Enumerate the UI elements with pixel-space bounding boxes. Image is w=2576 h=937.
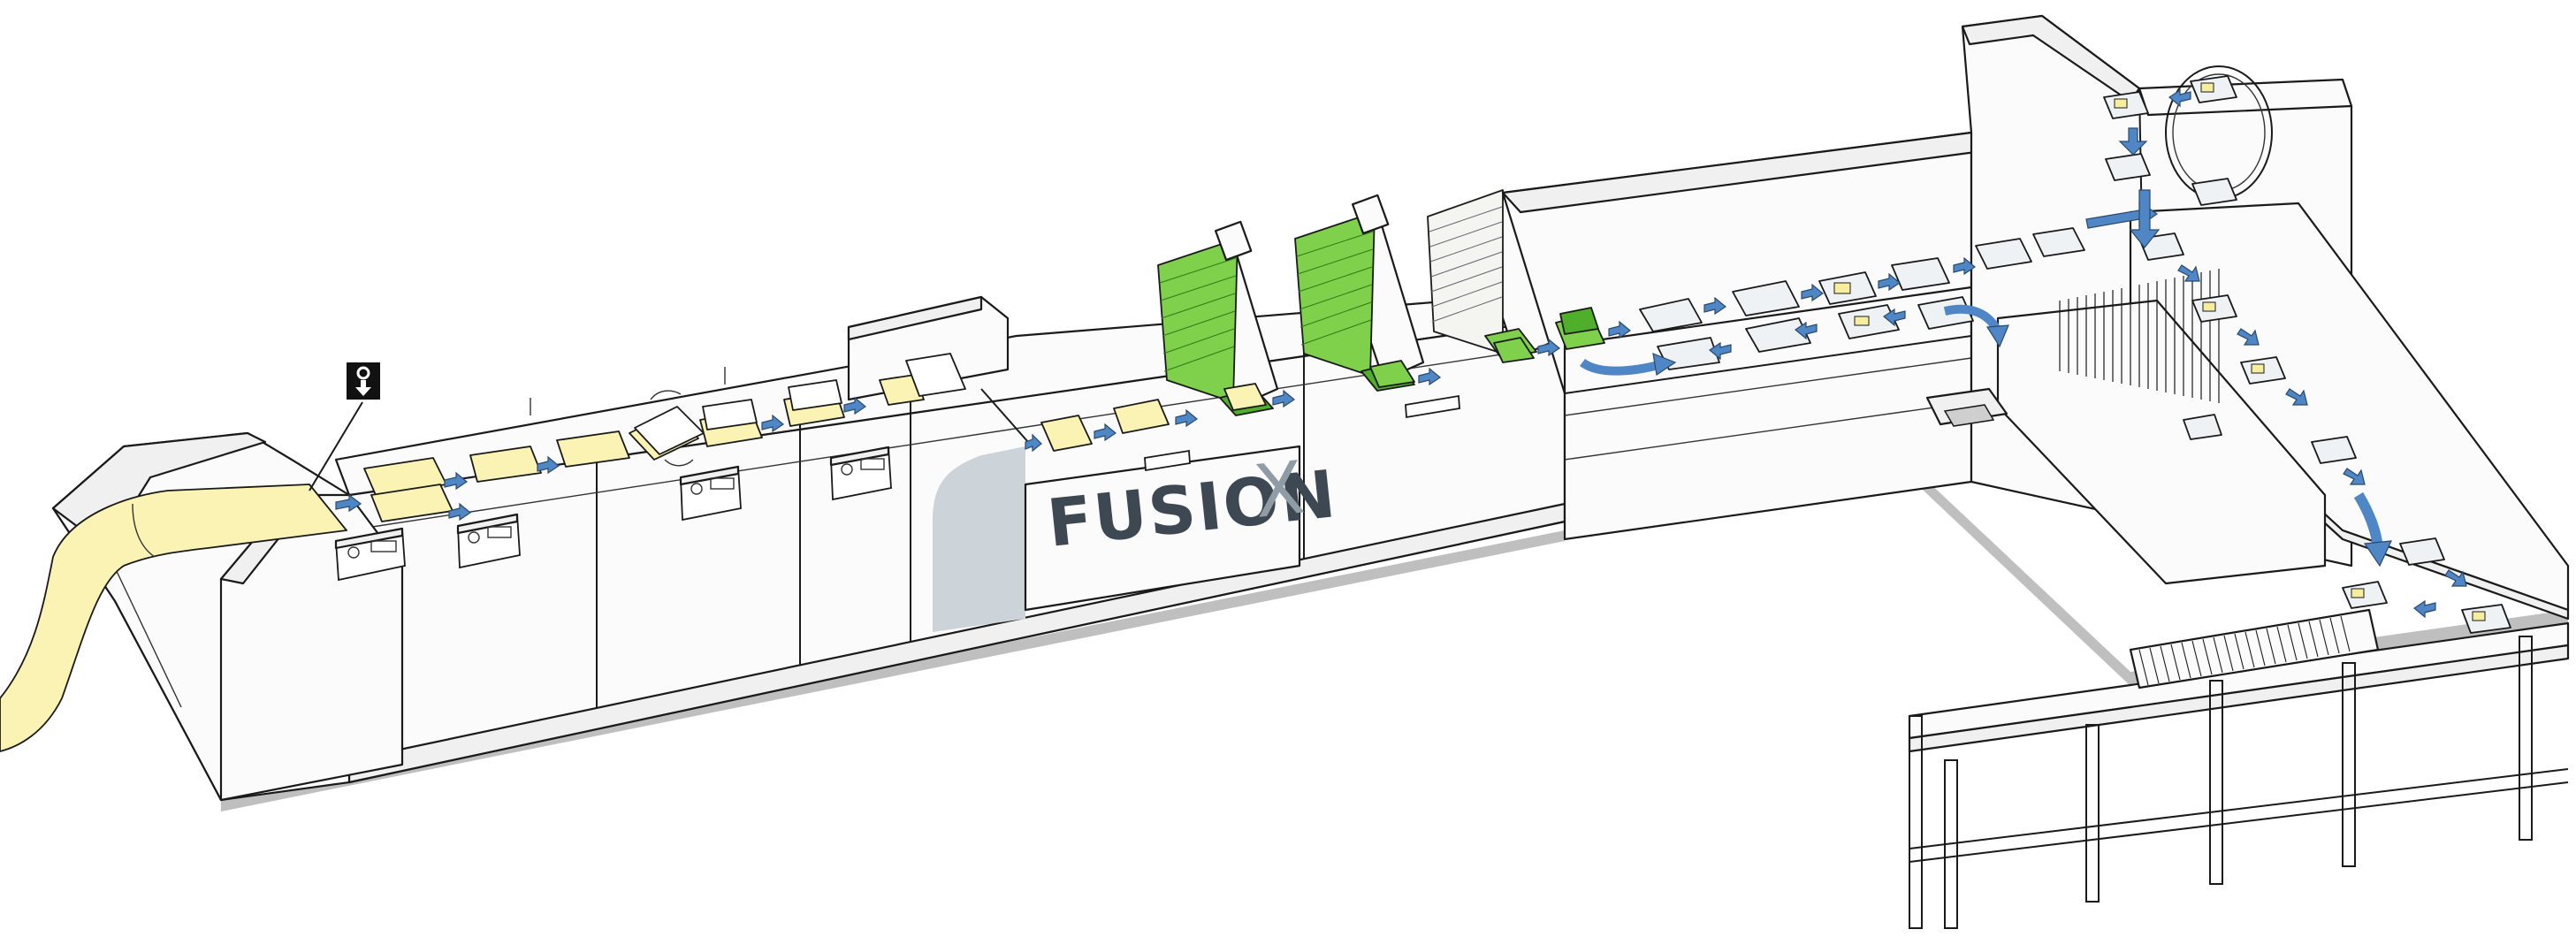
flow-arrow (1882, 308, 1906, 327)
envelope-stacker (1925, 269, 2327, 585)
paper-sheet (788, 379, 842, 411)
flow-arrow (1418, 367, 1442, 386)
paper-sheet (905, 353, 966, 397)
flow-arrow (1878, 272, 1902, 292)
envelope (2105, 153, 2151, 181)
output-table (1908, 608, 2570, 929)
envelope (2183, 414, 2222, 440)
paper-web (0, 484, 347, 752)
flow-arrow (1794, 321, 1818, 340)
flow-arrow (2237, 328, 2260, 346)
flow-arrow (1025, 433, 1042, 453)
badge-pointer-line (309, 401, 363, 491)
paper-sheet (556, 430, 630, 468)
insert-hopper-3 (1427, 189, 1558, 360)
flow-arrow (2177, 264, 2200, 282)
envelope (1975, 238, 2032, 270)
envelope (1639, 298, 1703, 332)
control-panel (334, 527, 406, 582)
flow-arrow (1580, 358, 1664, 376)
flow-arrow (843, 396, 867, 415)
paper-sheet (879, 374, 925, 406)
brand-panel (933, 445, 1301, 632)
envelope (2461, 604, 2511, 634)
envelope (1745, 317, 1811, 353)
flow-arrow (2285, 388, 2308, 406)
envelope (2032, 227, 2085, 257)
paper-sheet (1223, 383, 1267, 411)
flow-arrow (448, 502, 472, 522)
flow-arrow (1953, 256, 1977, 276)
flow-arrow (2118, 127, 2148, 156)
flow-arrow (537, 455, 560, 475)
flow-arrow (1708, 341, 1732, 361)
paper-sheet (1113, 399, 1170, 434)
flow-arrow (444, 471, 469, 491)
flow-arrow (1537, 338, 1561, 357)
envelope (2342, 581, 2388, 609)
insert-hopper-1 (1157, 220, 1279, 416)
document-down-icon (347, 362, 380, 400)
flow-arrow (1272, 389, 1296, 408)
flow-arrow (1801, 283, 1825, 302)
paper-sheet (1493, 337, 1535, 363)
control-panel (829, 446, 892, 501)
logo-x: X (1250, 446, 1308, 535)
paper-sheet (469, 446, 542, 483)
paper-sheet (1369, 360, 1415, 388)
flow-arrow (2444, 569, 2467, 587)
flow-arrow (1608, 320, 1632, 339)
control-panel (679, 465, 742, 522)
envelope (2399, 537, 2445, 566)
envelope (1732, 280, 1800, 316)
nameplate (1144, 394, 1460, 472)
paper-sheet (1559, 307, 1599, 335)
envelope-flow (1639, 75, 2511, 634)
flow-arrow (2412, 599, 2436, 619)
flow-arrow (1703, 296, 1727, 316)
flow-arrow (761, 414, 785, 433)
flow-arrow (1094, 423, 1117, 442)
flow-arrow (1175, 408, 1199, 428)
flow-arrow (335, 493, 362, 513)
paper-sheet (1040, 415, 1093, 452)
paper-sheet (702, 399, 758, 430)
flow-arrows (335, 88, 2467, 619)
flow-arrow (2343, 468, 2366, 485)
flow-arrow (2129, 189, 2161, 248)
flow-arrow (2168, 88, 2191, 108)
control-panel (456, 513, 521, 569)
paper-flow (363, 307, 1605, 522)
envelope (2191, 178, 2237, 206)
envelope (2311, 436, 2357, 464)
